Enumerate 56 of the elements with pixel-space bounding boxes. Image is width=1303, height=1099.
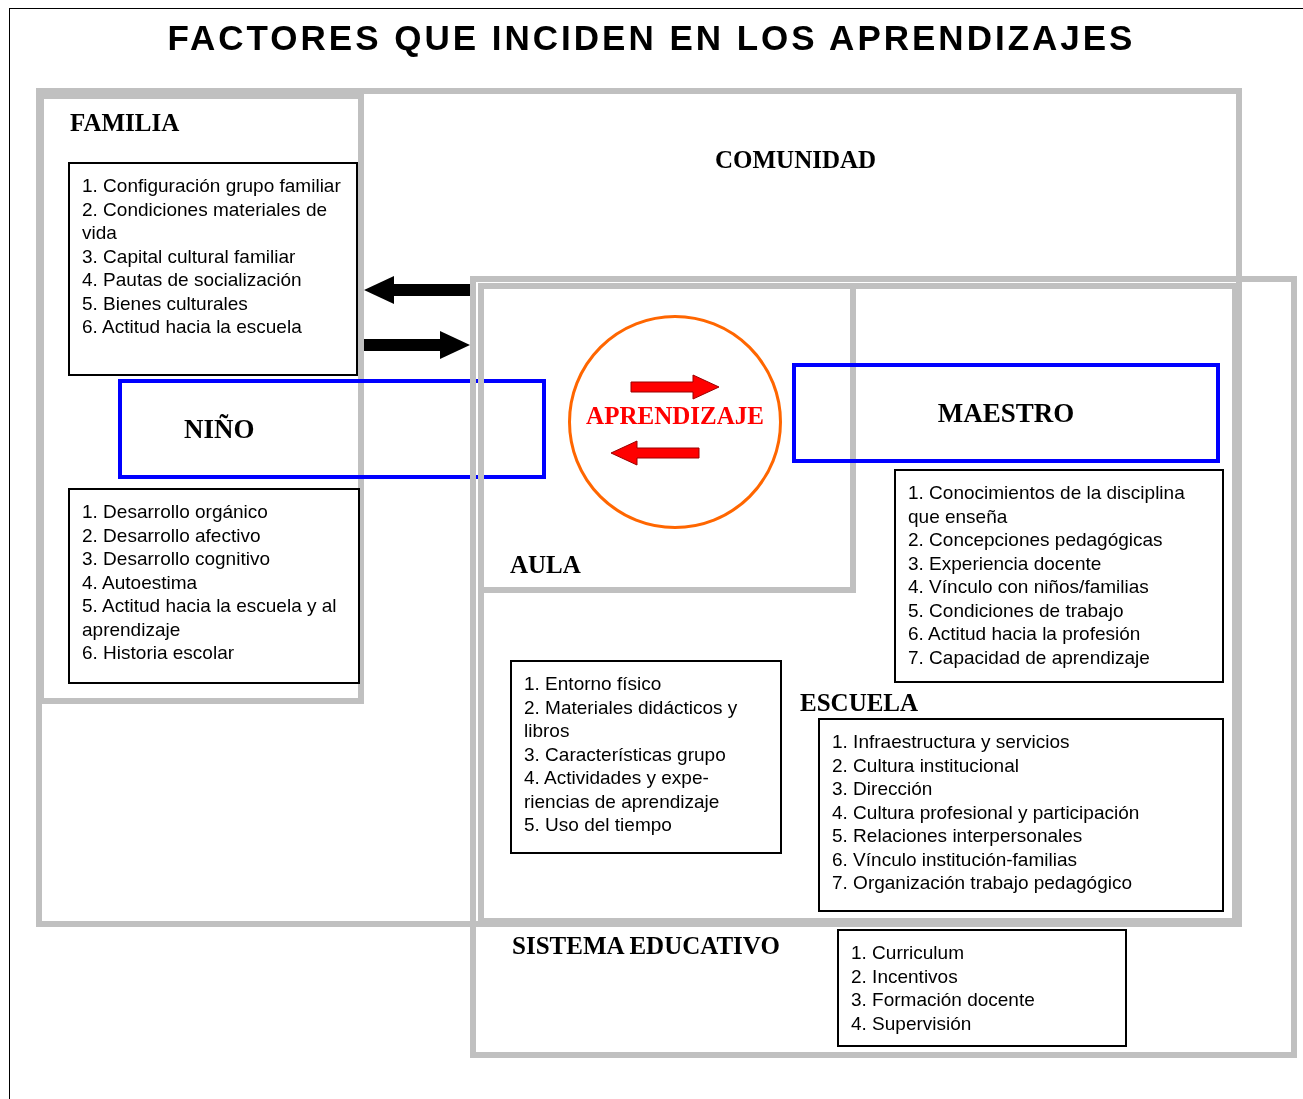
list-item: 3. Capital cultural familiar — [82, 244, 297, 268]
list-item: 2. Desarrollo afectivo — [82, 523, 262, 547]
list-item: 1. Desarrollo orgánico — [82, 500, 269, 524]
actor-label: MAESTRO — [937, 397, 1075, 429]
list-item: 3. Experiencia docente — [908, 551, 1103, 575]
list-item: 6. Vínculo institución-familias — [832, 847, 1078, 871]
list-item: 5. Bienes culturales — [82, 291, 249, 315]
list-item: 2. Condiciones materiales de vida — [82, 197, 329, 245]
list-item: 1. Entorno físico — [524, 672, 663, 696]
actor-box — [118, 379, 546, 479]
list-item: 6. Actitud hacia la escuela — [82, 315, 303, 339]
region-heading: FAMILIA — [70, 109, 180, 137]
list-item: 4. Cultura profesional y participación — [832, 800, 1141, 824]
list-item: 7. Capacidad de aprendizaje — [908, 645, 1151, 669]
list-panel — [837, 929, 1127, 1047]
list-item: 6. Historia escolar — [82, 641, 236, 665]
actor-label: NIÑO — [184, 413, 255, 445]
arrow — [364, 331, 470, 359]
list-panel — [818, 718, 1224, 912]
list-item: 1. Curriculum — [851, 941, 965, 965]
list-item: 2. Incentivos — [851, 964, 959, 988]
actor-box — [792, 363, 1220, 463]
region-box — [478, 283, 1238, 924]
list-item: 1. Conocimientos de la disciplina que enseña — [908, 481, 1186, 528]
list-panel — [68, 162, 358, 376]
list-item: 5. Uso del tiempo — [524, 813, 673, 837]
list-item: 6. Actitud hacia la profesión — [908, 622, 1142, 646]
list-item: 3. Formación docente — [851, 988, 1036, 1012]
list-item: 4. Vínculo con niños/familias — [908, 575, 1150, 599]
list-item: 3. Características grupo — [524, 742, 727, 766]
list-item: 5. Actitud hacia la escuela y al aprendizaje — [82, 594, 338, 641]
list-panel — [894, 469, 1224, 683]
list-item: 4. Supervisión — [851, 1011, 973, 1035]
region-heading: ESCUELA — [800, 689, 919, 717]
list-item: 2. Materiales didácticos y libros — [524, 695, 739, 743]
list-item: 5. Condiciones de trabajo — [908, 598, 1125, 622]
list-item: 2. Concepciones pedagógicas — [908, 528, 1164, 552]
region-heading: SISTEMA EDUCATIVO — [512, 932, 780, 960]
list-panel — [68, 488, 360, 684]
list-item: 4. Pautas de socialización — [82, 268, 303, 292]
list-item: 3. Dirección — [832, 777, 934, 801]
region-heading: COMUNIDAD — [715, 146, 877, 174]
list-item: 4. Autoestima — [82, 570, 199, 594]
list-panel — [510, 660, 782, 854]
list-item: 4. Actividades y expe-riencias de aprendizaje — [524, 766, 721, 813]
list-item: 7. Organización trabajo pedagógico — [832, 871, 1133, 895]
list-item: 3. Desarrollo cognitivo — [82, 547, 271, 571]
list-item: 2. Cultura institucional — [832, 753, 1020, 777]
arrow — [364, 276, 470, 304]
region-box — [470, 276, 1297, 1058]
region-heading: AULA — [510, 551, 581, 579]
list-item: 5. Relaciones interpersonales — [832, 824, 1084, 848]
list-item: 1. Configuración grupo familiar — [82, 174, 342, 198]
list-item: 1. Infraestructura y servicios — [832, 730, 1071, 754]
page-title: FACTORES QUE INCIDEN EN LOS APRENDIZAJES — [166, 18, 1137, 58]
circle-label: APRENDIZAJE — [585, 402, 765, 430]
